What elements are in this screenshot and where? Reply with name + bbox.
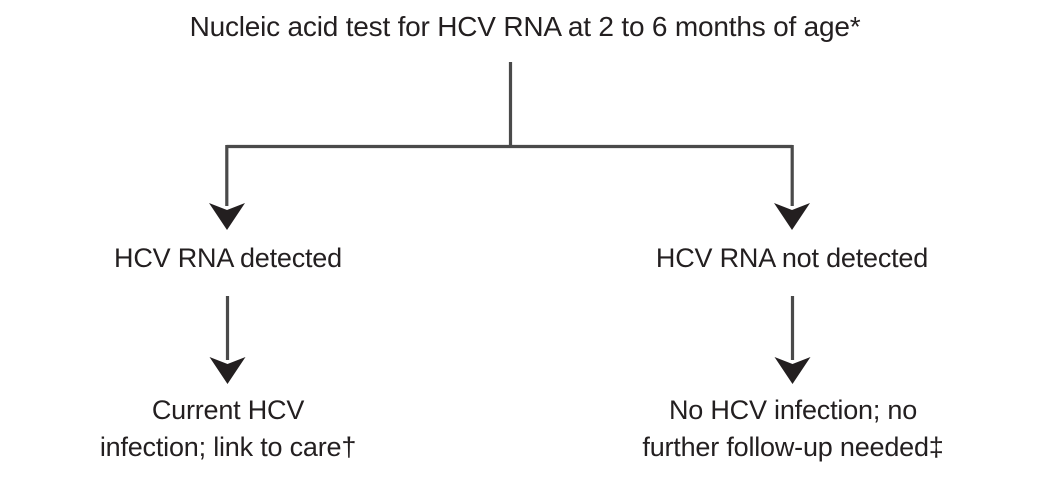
outcome-right-line-1: No HCV infection; no <box>668 395 918 425</box>
branch-label-hcv-rna-detected: HCV RNA detected <box>114 243 342 273</box>
arrowhead-right-upper <box>774 203 810 230</box>
outcome-left-line-2: infection; link to care† <box>99 432 357 463</box>
branch-label-hcv-rna-not-detected: HCV RNA not detected <box>655 243 929 273</box>
outcome-node-no-infection: No HCV infection; no further follow-up n… <box>548 392 1038 467</box>
arrowhead-left-upper <box>209 203 245 230</box>
outcome-right-line-2: further follow-up needed‡ <box>642 432 944 463</box>
outcome-left-line-1: Current HCV <box>151 395 305 425</box>
root-node-title: Nucleic acid test for HCV RNA at 2 to 6 … <box>189 11 861 42</box>
arrowhead-left-lower <box>209 357 246 384</box>
outcome-node-current-infection: Current HCV infection; link to care† <box>18 392 438 467</box>
arrowhead-right-lower <box>774 357 811 384</box>
